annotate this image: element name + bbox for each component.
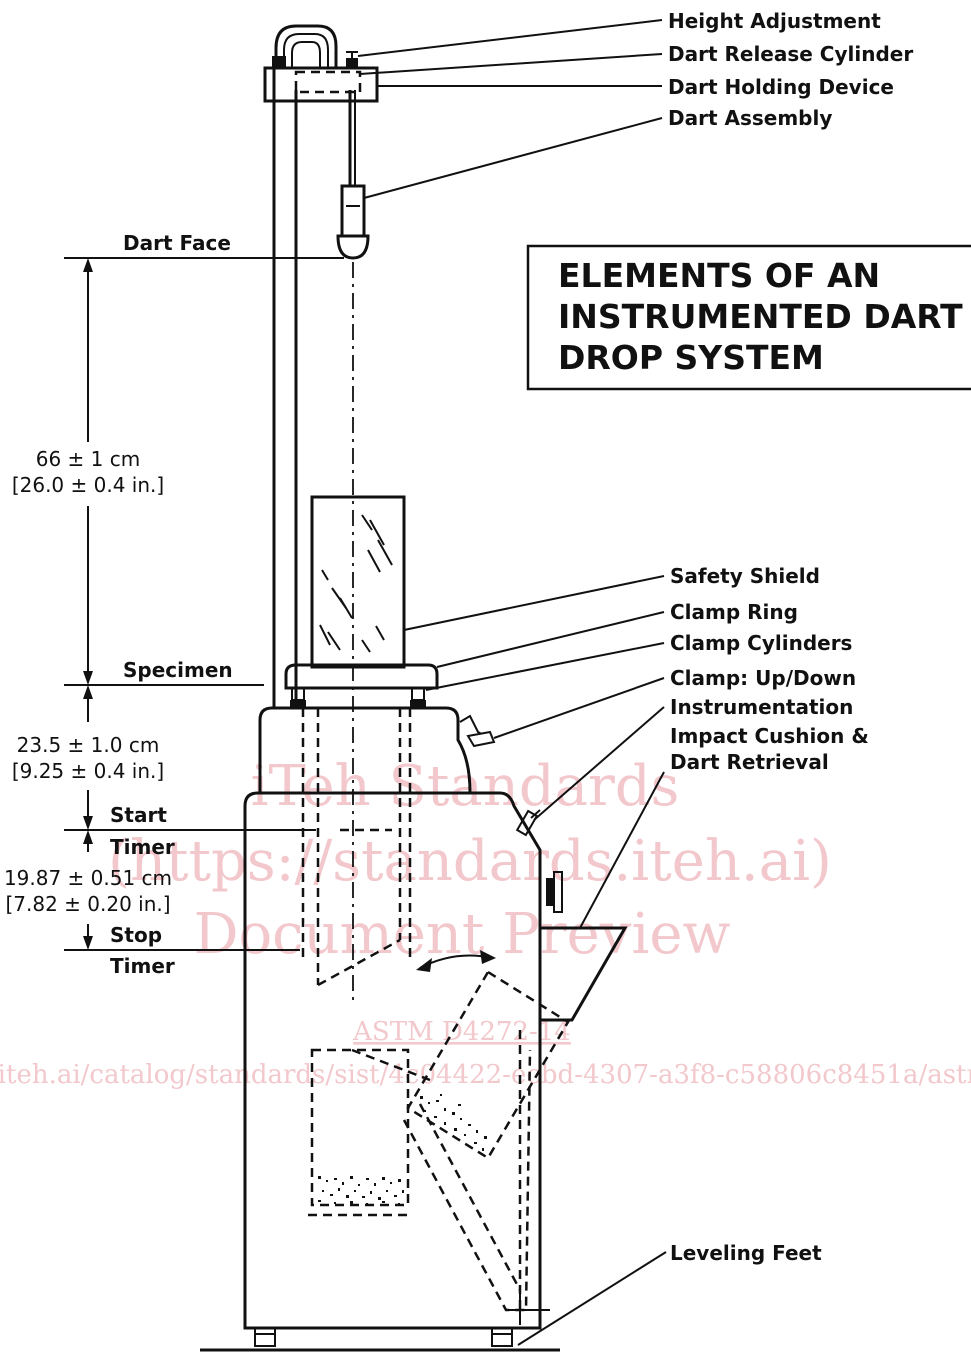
swing-arrow [416, 950, 496, 972]
callout-leaders [357, 19, 667, 1346]
label-stop-timer: Timer [110, 954, 175, 978]
label-dart-release-cylinder: Dart Release Cylinder [668, 42, 913, 66]
safety-shield [310, 495, 406, 669]
title-line-3: DROP SYSTEM [558, 338, 824, 377]
label-safety-shield: Safety Shield [670, 564, 820, 588]
internal-dart-path [301, 708, 570, 1325]
dim-start-to-stop-in: [7.82 ± 0.20 in.] [5, 892, 170, 916]
upper-housing [258, 706, 496, 793]
support-column [272, 60, 298, 708]
dimension-text: 66 ± 1 cm [26.0 ± 0.4 in.] 23.5 ± 1.0 cm… [4, 447, 172, 916]
clamp-cylinders [290, 687, 426, 708]
label-impact-cushion: Impact Cushion & [670, 724, 869, 748]
label-leveling-feet: Leveling Feet [670, 1241, 822, 1265]
watermark-line-1: iTeh Standards [251, 754, 680, 819]
title-box: ELEMENTS OF AN INSTRUMENTED DART DROP SY… [526, 244, 971, 391]
watermark-line-5: s.iteh.ai/catalog/standards/sist/4c04422… [0, 1060, 971, 1090]
label-clamp-cylinders: Clamp Cylinders [670, 631, 852, 655]
dim-drop-height-cm: 66 ± 1 cm [36, 447, 140, 471]
label-instrumentation: Instrumentation [670, 695, 853, 719]
dim-specimen-to-start-cm: 23.5 ± 1.0 cm [17, 733, 160, 757]
dim-specimen-to-start-in: [9.25 ± 0.4 in.] [12, 759, 164, 783]
leveling-feet [200, 1327, 560, 1352]
watermark-line-3: Document Preview [194, 902, 731, 967]
label-start: Start [110, 803, 167, 827]
label-height-adjustment: Height Adjustment [668, 9, 881, 33]
dim-start-to-stop-cm: 19.87 ± 0.51 cm [4, 866, 172, 890]
watermark-line-4: ASTM D4272-14 [352, 1017, 571, 1047]
main-cabinet [243, 791, 628, 1330]
cushion-granules [318, 1094, 487, 1205]
label-dart-retrieval: Dart Retrieval [670, 750, 829, 774]
watermark: iTeh Standards (https://standards.iteh.a… [0, 754, 971, 1090]
label-specimen: Specimen [123, 658, 233, 682]
dimension-lines [64, 257, 344, 951]
label-stop: Stop [110, 923, 162, 947]
label-dart-holding-device: Dart Holding Device [668, 75, 894, 99]
label-dart-face: Dart Face [123, 231, 231, 255]
dart-assembly [336, 90, 370, 260]
left-labels: Dart Face Specimen Start Timer Stop Time… [110, 231, 233, 978]
label-dart-assembly: Dart Assembly [668, 106, 832, 130]
drop-head [263, 24, 379, 103]
title-line-2: INSTRUMENTED DART [558, 297, 963, 336]
dim-drop-height-in: [26.0 ± 0.4 in.] [12, 473, 164, 497]
label-clamp-up-down: Clamp: Up/Down [670, 666, 856, 690]
label-clamp-ring: Clamp Ring [670, 600, 798, 624]
label-start-timer: Timer [110, 835, 175, 859]
title-line-1: ELEMENTS OF AN [558, 256, 880, 295]
watermark-line-2: (https://standards.iteh.ai) [108, 829, 832, 894]
callout-labels: Height Adjustment Dart Release Cylinder … [668, 9, 913, 1265]
